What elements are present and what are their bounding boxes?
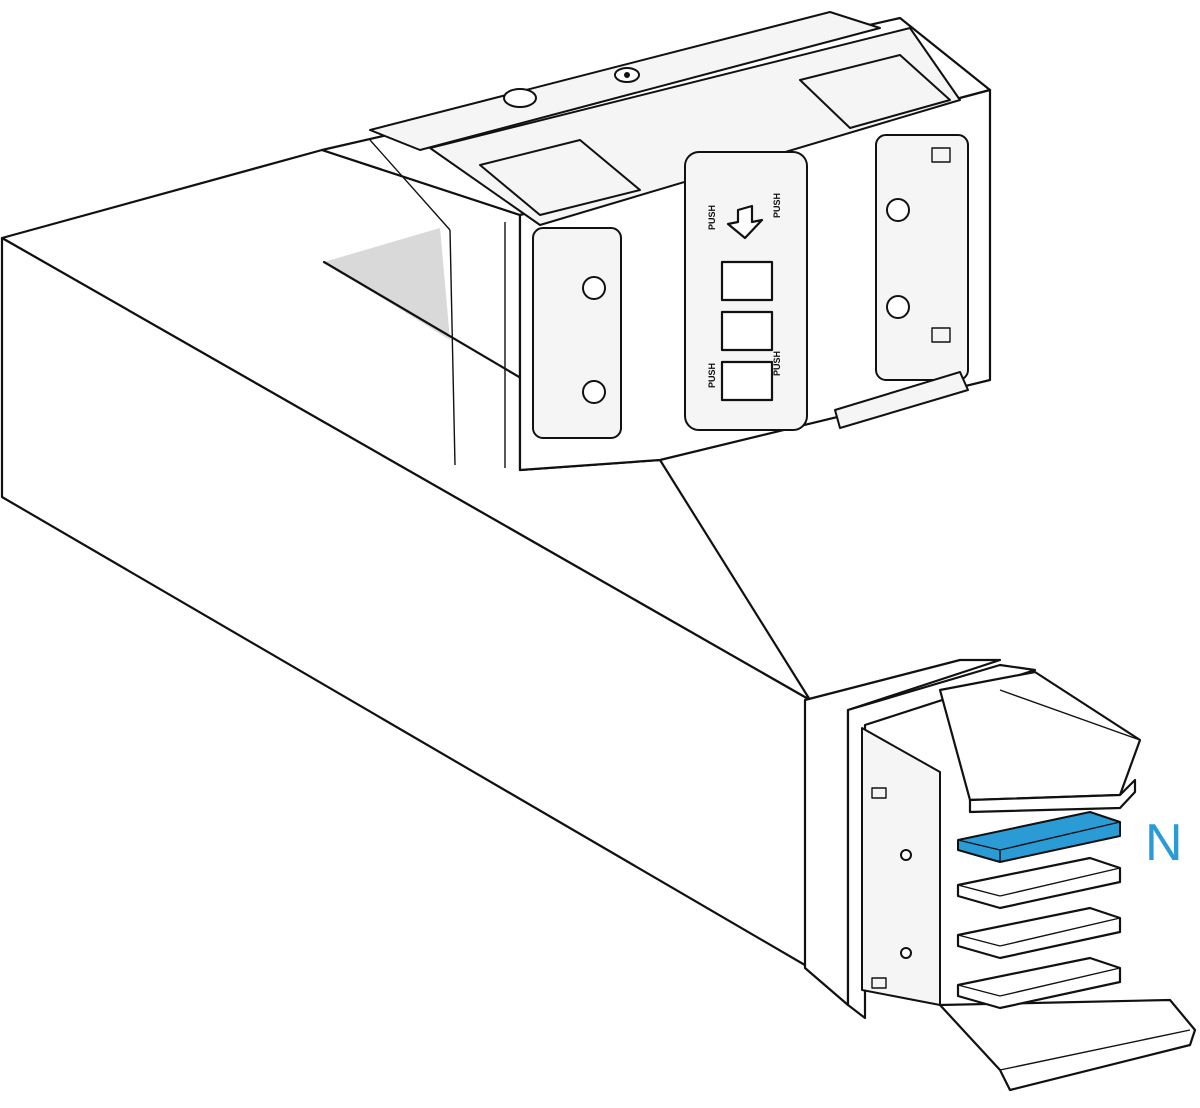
upper-housing: PUSH PUSH PUSH PUSH	[320, 11, 992, 472]
bolt-right-lower	[886, 295, 910, 319]
push-label-2: PUSH	[772, 193, 782, 218]
conductor-bar-L1	[956, 856, 1122, 910]
bottom-tray	[938, 998, 1197, 1092]
elbow-arm	[0, 148, 812, 970]
side-plate	[861, 727, 941, 1006]
clamp-right	[799, 54, 951, 129]
left-recess	[532, 227, 622, 439]
arrow-down-icon	[726, 204, 764, 240]
front-end-housing	[803, 658, 1197, 1092]
bolt-left-upper	[582, 276, 606, 300]
window-3	[720, 360, 774, 402]
conductor-bar-N	[957, 811, 1121, 863]
push-label-3: PUSH	[707, 363, 717, 388]
top-plate	[938, 670, 1142, 802]
right-recess	[875, 134, 969, 381]
push-label-4: PUSH	[772, 351, 782, 376]
neutral-label: N	[1145, 814, 1183, 872]
window-2	[720, 310, 774, 352]
clamp-left	[479, 139, 641, 216]
top-bolt	[503, 88, 537, 108]
conductor-bar-L3	[956, 956, 1122, 1010]
window-1	[720, 260, 774, 302]
bottom-rail	[834, 371, 969, 429]
neutral-bar	[957, 811, 1121, 863]
arm-shadow	[324, 228, 450, 340]
bolt-left-lower	[582, 380, 606, 404]
conductor-bar-L2	[956, 906, 1122, 960]
inner-flange	[846, 663, 1037, 1020]
bolt-right-upper	[886, 198, 910, 222]
push-label-1: PUSH	[707, 205, 717, 230]
